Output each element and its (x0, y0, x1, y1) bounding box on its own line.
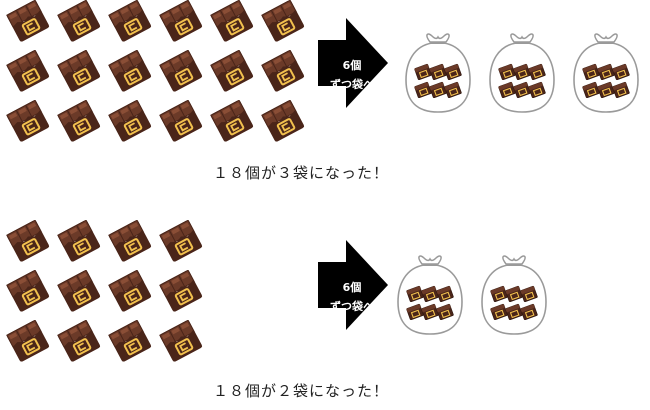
chocolate-bar (4, 269, 52, 312)
right-arrow (318, 18, 388, 108)
bag (478, 254, 550, 336)
chocolate-bar (259, 99, 307, 142)
chocolate-bar (157, 319, 205, 362)
chocolate-bar (55, 319, 103, 362)
bag (402, 32, 474, 114)
chocolate-bar (157, 0, 205, 42)
bag (570, 32, 642, 114)
arrow-label-line: ずつ袋へ (330, 300, 374, 313)
arrow-label: 6個 ずつ袋へ (322, 56, 382, 94)
chocolate-bar (55, 99, 103, 142)
arrow-label-line: 6個 (342, 59, 362, 72)
arrow-label-line: 6個 (342, 281, 362, 294)
chocolate-bar (4, 219, 52, 262)
chocolate-bar (55, 269, 103, 312)
caption: １８個が３袋になった！ (213, 164, 390, 182)
chocolate-bar (4, 0, 52, 42)
chocolate-bar (157, 49, 205, 92)
scenario-two: 6個 ずつ袋へ (0, 210, 650, 410)
bag (486, 32, 558, 114)
chocolate-bar (208, 49, 256, 92)
chocolate-bar (208, 99, 256, 142)
arrow-label: 6個 ずつ袋へ (322, 278, 382, 316)
chocolate-bar (106, 219, 154, 262)
arrow-label-line: ずつ袋へ (330, 78, 374, 91)
chocolate-bar (208, 0, 256, 42)
chocolate-bar (4, 99, 52, 142)
chocolate-bar (259, 0, 307, 42)
chocolate-bar (4, 319, 52, 362)
scenario-one: 6個 ずつ袋へ (0, 0, 650, 200)
chocolate-bar (4, 49, 52, 92)
right-arrow (318, 240, 388, 330)
chocolate-bar (157, 99, 205, 142)
chocolate-bar (55, 49, 103, 92)
chocolate-bar (106, 99, 154, 142)
chocolate-bar (157, 269, 205, 312)
chocolate-bar (106, 0, 154, 42)
caption: １８個が２袋になった！ (213, 382, 390, 400)
chocolate-bar (259, 49, 307, 92)
chocolate-bar (106, 269, 154, 312)
chocolate-bar (106, 49, 154, 92)
chocolate-bar (55, 219, 103, 262)
chocolate-bar (55, 0, 103, 42)
bag (394, 254, 466, 336)
chocolate-bar (157, 219, 205, 262)
chocolate-bar (106, 319, 154, 362)
